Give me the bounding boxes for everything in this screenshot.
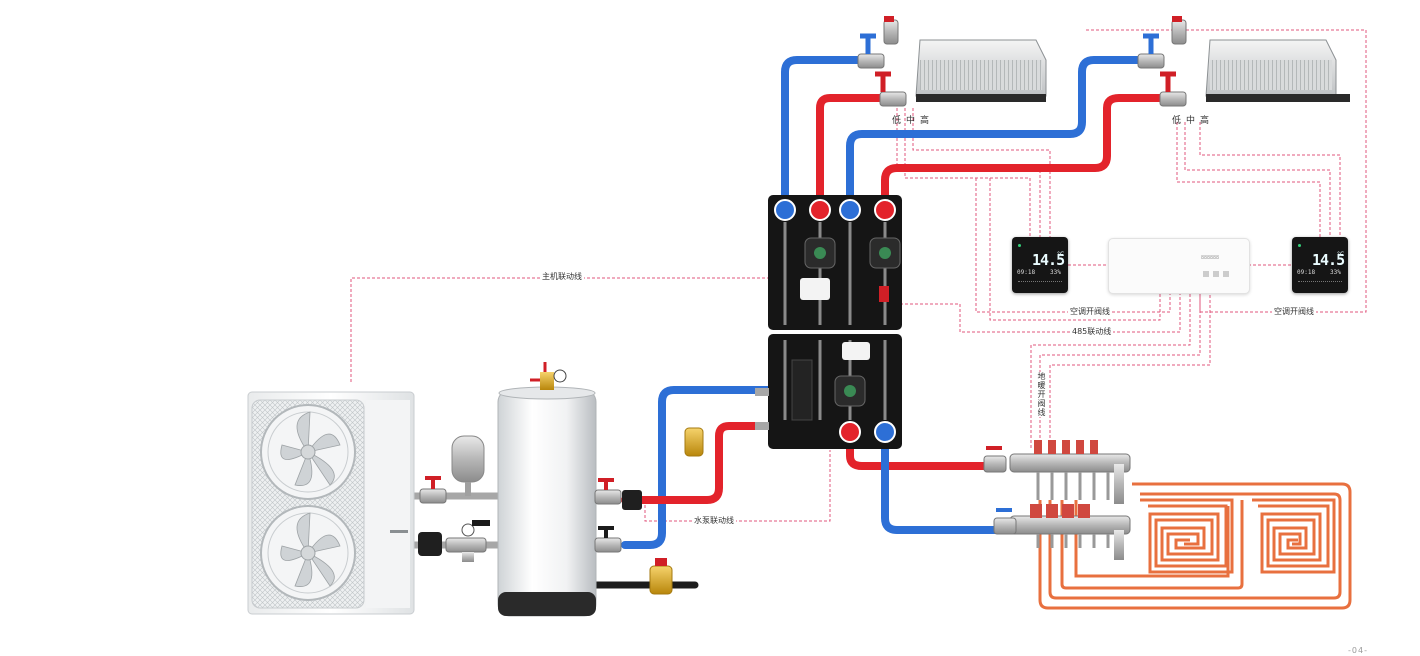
ac-valve-label-left: 空调开阀线 <box>1068 307 1112 317</box>
fan-upper-icon <box>260 404 356 500</box>
cold-pipe-manifold <box>881 436 1014 534</box>
host-link-label: 主机联动线 <box>540 272 584 282</box>
fan-coil-unit-right <box>1137 16 1350 107</box>
controller-display: 888888 <box>1201 244 1235 261</box>
hot-pipe-left-fcu <box>816 94 884 209</box>
thermostat-humidity: 33% <box>1050 269 1061 276</box>
thermostat-left[interactable]: 14.5 °C 09:18 33% <box>1012 237 1068 293</box>
page-number: -04- <box>1348 646 1368 655</box>
hydraulic-module-lower <box>755 334 902 449</box>
fan-speed-high-right: 高 <box>1200 116 1210 126</box>
unit-side-fittings <box>418 435 490 562</box>
cold-pipe-right-fcu <box>846 56 1144 209</box>
status-led-icon <box>1018 244 1021 247</box>
floor-heating-loops <box>1038 482 1352 610</box>
blue-gauge-icon <box>774 199 796 221</box>
thermostat-unit: °C <box>1057 251 1065 258</box>
hot-pipe-right-fcu <box>881 94 1164 209</box>
thermostat-clock: 09:18 <box>1297 269 1316 276</box>
fan-speed-high-left: 高 <box>920 116 930 126</box>
host-link-line <box>350 277 768 382</box>
thermostat-buttons <box>1018 281 1062 284</box>
rs485-link-label: 485联动线 <box>1070 327 1114 337</box>
thermostat-buttons <box>1298 281 1342 284</box>
fan-speed-low-right: 低 <box>1172 116 1182 126</box>
thermostat-temp: 14.5 <box>1032 251 1065 269</box>
heat-pump-outdoor-unit <box>247 391 415 615</box>
cold-pipe-left-fcu <box>781 56 864 209</box>
ac-valve-label-right: 空调开阀线 <box>1272 307 1316 317</box>
floor-valve-label: 地暖开阀线 <box>1036 372 1047 417</box>
hot-pipe-manifold <box>846 436 994 470</box>
thermostat-unit: °C <box>1337 251 1345 258</box>
controller-display-text: 888888 <box>1201 255 1220 261</box>
thermostat-clock: 09:18 <box>1017 269 1036 276</box>
pump-link-line <box>644 450 831 522</box>
buffer-water-tank <box>497 362 704 617</box>
floor-valve-lines <box>1030 292 1211 448</box>
fcu-right-speed-lines <box>1176 122 1341 238</box>
hydraulic-module-upper <box>768 195 902 330</box>
cold-pipe-tank-hydro <box>621 386 774 549</box>
hot-pipe-tank-hydro <box>621 422 774 504</box>
fan-lower-icon <box>260 505 356 601</box>
thermostat-temp: 14.5 <box>1312 251 1345 269</box>
rs485-link-line <box>900 292 1181 333</box>
fan-speed-mid-left: 中 <box>906 116 916 126</box>
fan-speed-mid-right: 中 <box>1186 116 1196 126</box>
central-controller[interactable]: 888888 <box>1108 238 1250 294</box>
thermostat-right[interactable]: 14.5 °C 09:18 33% <box>1292 237 1348 293</box>
thermostat-humidity: 33% <box>1330 269 1341 276</box>
controller-buttons <box>1201 263 1241 277</box>
fan-coil-unit-left <box>857 16 1047 107</box>
red-gauge-icon <box>809 199 831 221</box>
pump-link-label: 水泵联动线 <box>692 516 736 526</box>
status-led-icon <box>1298 244 1301 247</box>
floor-manifold <box>983 440 1131 560</box>
fcu-left-speed-lines <box>896 108 1051 238</box>
fan-speed-low-left: 低 <box>892 116 902 126</box>
